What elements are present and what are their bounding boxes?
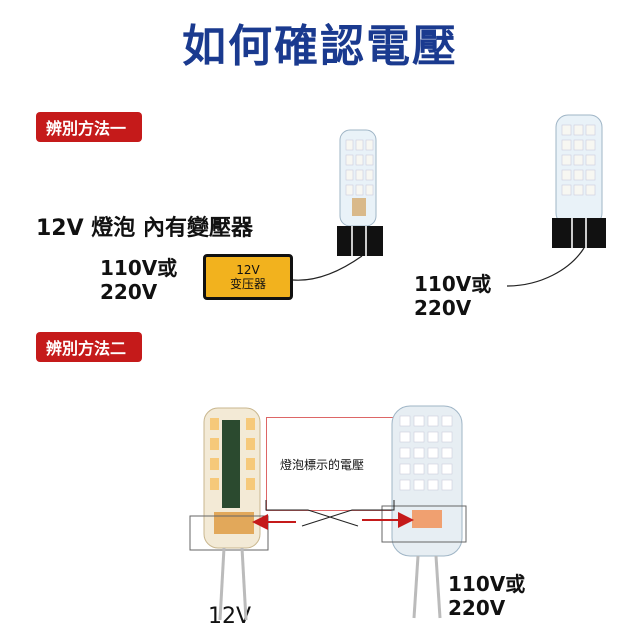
connector-line-right	[301, 500, 395, 527]
connector-line-left	[265, 500, 359, 527]
voltage-line-2: 220V	[100, 280, 158, 304]
voltage-line-1: 110V或	[100, 256, 178, 280]
bottom-right-voltage: 110V或 220V	[448, 572, 525, 620]
wire-left	[292, 255, 363, 281]
bulb-left-bottom	[189, 407, 269, 621]
transformer-box: 12V 变压器	[203, 254, 293, 300]
method-one-heading: 12V 燈泡 內有變壓器	[36, 216, 253, 241]
voltage-line-2: 220V	[448, 596, 506, 620]
method-one-tag: 辨別方法一	[36, 112, 143, 142]
wire-right	[506, 247, 585, 287]
transformer-line-1: 12V	[236, 263, 260, 277]
bulb-right-bottom	[381, 405, 467, 619]
method-two-tag: 辨別方法二	[36, 332, 143, 362]
callout-text: 燈泡標示的電壓	[280, 458, 365, 472]
page-title: 如何確認電壓	[182, 21, 458, 72]
right-input-voltage: 110V或 220V	[414, 272, 491, 320]
bulb-small-top	[337, 129, 383, 256]
bulb-tall-top	[552, 114, 606, 248]
callout-box	[266, 417, 396, 511]
voltage-line-2: 220V	[414, 296, 472, 320]
left-input-voltage: 110V或 220V	[100, 256, 177, 304]
voltage-line-1: 110V或	[414, 272, 492, 296]
voltage-line-1: 110V或	[448, 572, 526, 596]
transformer-line-2: 变压器	[229, 277, 266, 291]
